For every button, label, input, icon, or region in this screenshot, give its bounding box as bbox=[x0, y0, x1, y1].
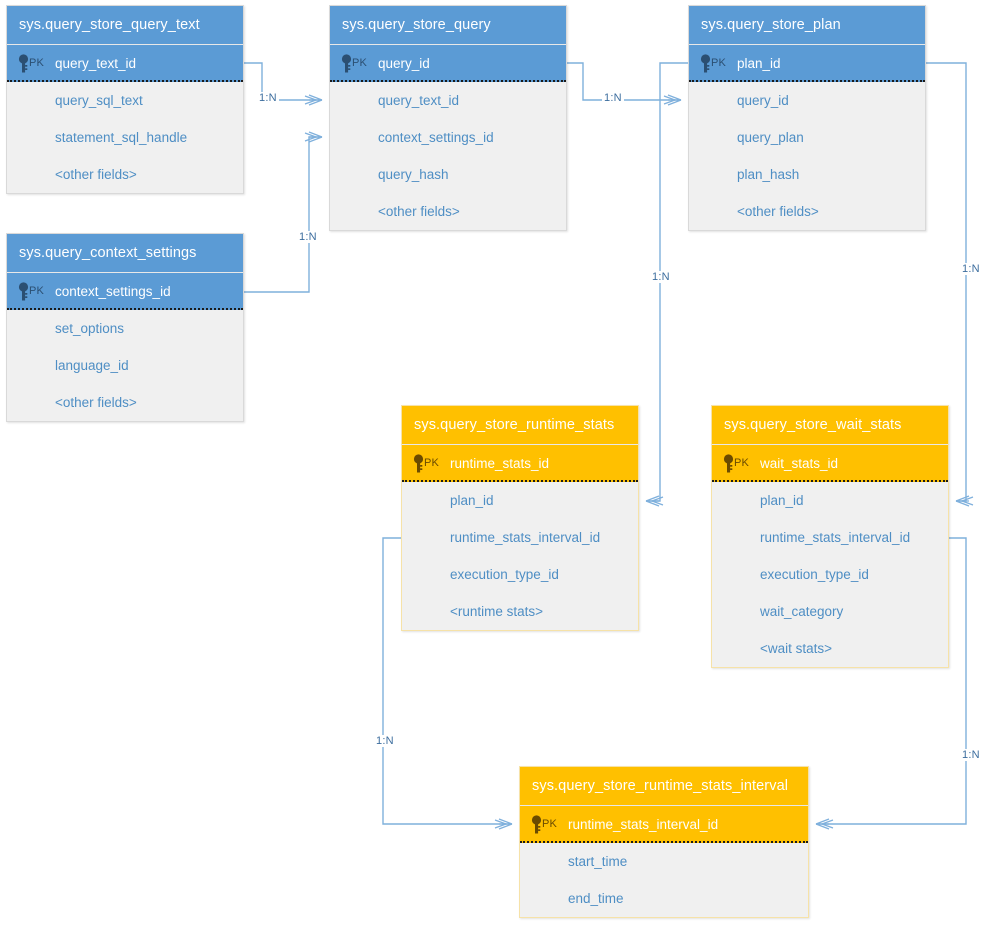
entity-field: <other fields> bbox=[737, 204, 819, 219]
key-icon bbox=[18, 54, 29, 73]
entity-fields-context_settings: set_options language_id <other fields> bbox=[7, 310, 243, 421]
pk-tag: PK bbox=[711, 57, 727, 69]
entity-field: execution_type_id bbox=[450, 567, 559, 582]
entity-title-interval: sys.query_store_runtime_stats_interval bbox=[520, 767, 808, 806]
entity-fields-plan: query_id query_plan plan_hash <other fields… bbox=[689, 82, 925, 230]
pk-tag: PK bbox=[734, 457, 750, 469]
entity-field: plan_id bbox=[450, 493, 494, 508]
entity-field: plan_hash bbox=[737, 167, 800, 182]
cardinality-label-rel-plan-wait: 1:N bbox=[960, 263, 982, 275]
entity-field: language_id bbox=[55, 358, 129, 373]
entity-title-wait_stats: sys.query_store_wait_stats bbox=[712, 406, 948, 445]
entity-fields-runtime_stats: plan_id runtime_stats_interval_id executio… bbox=[402, 482, 638, 630]
entity-field: wait_category bbox=[760, 604, 844, 619]
entity-fields-query: query_text_id context_settings_id query_ha… bbox=[330, 82, 566, 230]
pk-field-plan: plan_id bbox=[737, 56, 781, 71]
connector-plan-to-runtime-stats bbox=[645, 62, 688, 507]
pk-field-context_settings: context_settings_id bbox=[55, 284, 171, 299]
entity-title-query: sys.query_store_query bbox=[330, 6, 566, 45]
entity-field: runtime_stats_interval_id bbox=[450, 530, 601, 545]
connector-query-text-to-query bbox=[244, 62, 323, 106]
connector-context-settings-to-query bbox=[244, 131, 323, 293]
entity-field: <other fields> bbox=[55, 395, 137, 410]
entity-pk-row-context_settings: PK context_settings_id bbox=[7, 273, 243, 310]
key-icon bbox=[700, 54, 711, 73]
cardinality-label-rel-runtime-interval: 1:N bbox=[374, 735, 396, 747]
entity-field: plan_id bbox=[760, 493, 804, 508]
key-icon bbox=[531, 815, 542, 834]
cardinality-label-rel-wait-interval: 1:N bbox=[960, 749, 982, 761]
entity-field: runtime_stats_interval_id bbox=[760, 530, 911, 545]
entity-pk-row-runtime_stats: PK runtime_stats_id bbox=[402, 445, 638, 482]
pk-field-query: query_id bbox=[378, 56, 430, 71]
entity-pk-row-interval: PK runtime_stats_interval_id bbox=[520, 806, 808, 843]
entity-title-runtime_stats: sys.query_store_runtime_stats bbox=[402, 406, 638, 445]
cardinality-label-rel-plan-runtime: 1:N bbox=[650, 271, 672, 283]
connector-query-to-plan bbox=[567, 62, 682, 106]
pk-field-runtime_stats: runtime_stats_id bbox=[450, 456, 550, 471]
entity-field: statement_sql_handle bbox=[55, 130, 188, 145]
entity-field: <other fields> bbox=[378, 204, 460, 219]
pk-field-interval: runtime_stats_interval_id bbox=[568, 817, 719, 832]
entity-field: query_hash bbox=[378, 167, 449, 182]
entity-fields-query_text: query_sql_text statement_sql_handle <other… bbox=[7, 82, 243, 193]
pk-tag: PK bbox=[424, 457, 440, 469]
cardinality-label-rel-ctx-query: 1:N bbox=[297, 231, 319, 243]
pk-tag: PK bbox=[29, 57, 45, 69]
key-icon bbox=[341, 54, 352, 73]
entity-fields-wait_stats: plan_id runtime_stats_interval_id executio… bbox=[712, 482, 948, 667]
entity-pk-row-plan: PK plan_id bbox=[689, 45, 925, 82]
entity-title-context_settings: sys.query_context_settings bbox=[7, 234, 243, 273]
entity-field: end_time bbox=[568, 891, 624, 906]
cardinality-label-rel-query-plan: 1:N bbox=[602, 92, 624, 104]
entity-field: query_text_id bbox=[378, 93, 460, 108]
entity-pk-row-wait_stats: PK wait_stats_id bbox=[712, 445, 948, 482]
entity-field: <runtime stats> bbox=[450, 604, 544, 619]
entity-field: execution_type_id bbox=[760, 567, 869, 582]
entity-field: query_id bbox=[737, 93, 789, 108]
entity-title-plan: sys.query_store_plan bbox=[689, 6, 925, 45]
key-icon bbox=[723, 454, 734, 473]
entity-field: <other fields> bbox=[55, 167, 137, 182]
entity-pk-row-query_text: PK query_text_id bbox=[7, 45, 243, 82]
entity-field: query_plan bbox=[737, 130, 804, 145]
entity-field: query_sql_text bbox=[55, 93, 143, 108]
entity-field: set_options bbox=[55, 321, 125, 336]
key-icon bbox=[18, 282, 29, 301]
pk-tag: PK bbox=[29, 285, 45, 297]
entity-pk-row-query: PK query_id bbox=[330, 45, 566, 82]
cardinality-label-rel-text-query: 1:N bbox=[257, 92, 279, 104]
entity-field: start_time bbox=[568, 854, 628, 869]
key-icon bbox=[413, 454, 424, 473]
entity-title-query_text: sys.query_store_query_text bbox=[7, 6, 243, 45]
entity-field: <wait stats> bbox=[760, 641, 833, 656]
pk-field-query_text: query_text_id bbox=[55, 56, 137, 71]
entity-fields-interval: start_time end_time bbox=[520, 843, 808, 917]
pk-field-wait_stats: wait_stats_id bbox=[760, 456, 839, 471]
pk-tag: PK bbox=[352, 57, 368, 69]
entity-field: context_settings_id bbox=[378, 130, 494, 145]
pk-tag: PK bbox=[542, 818, 558, 830]
